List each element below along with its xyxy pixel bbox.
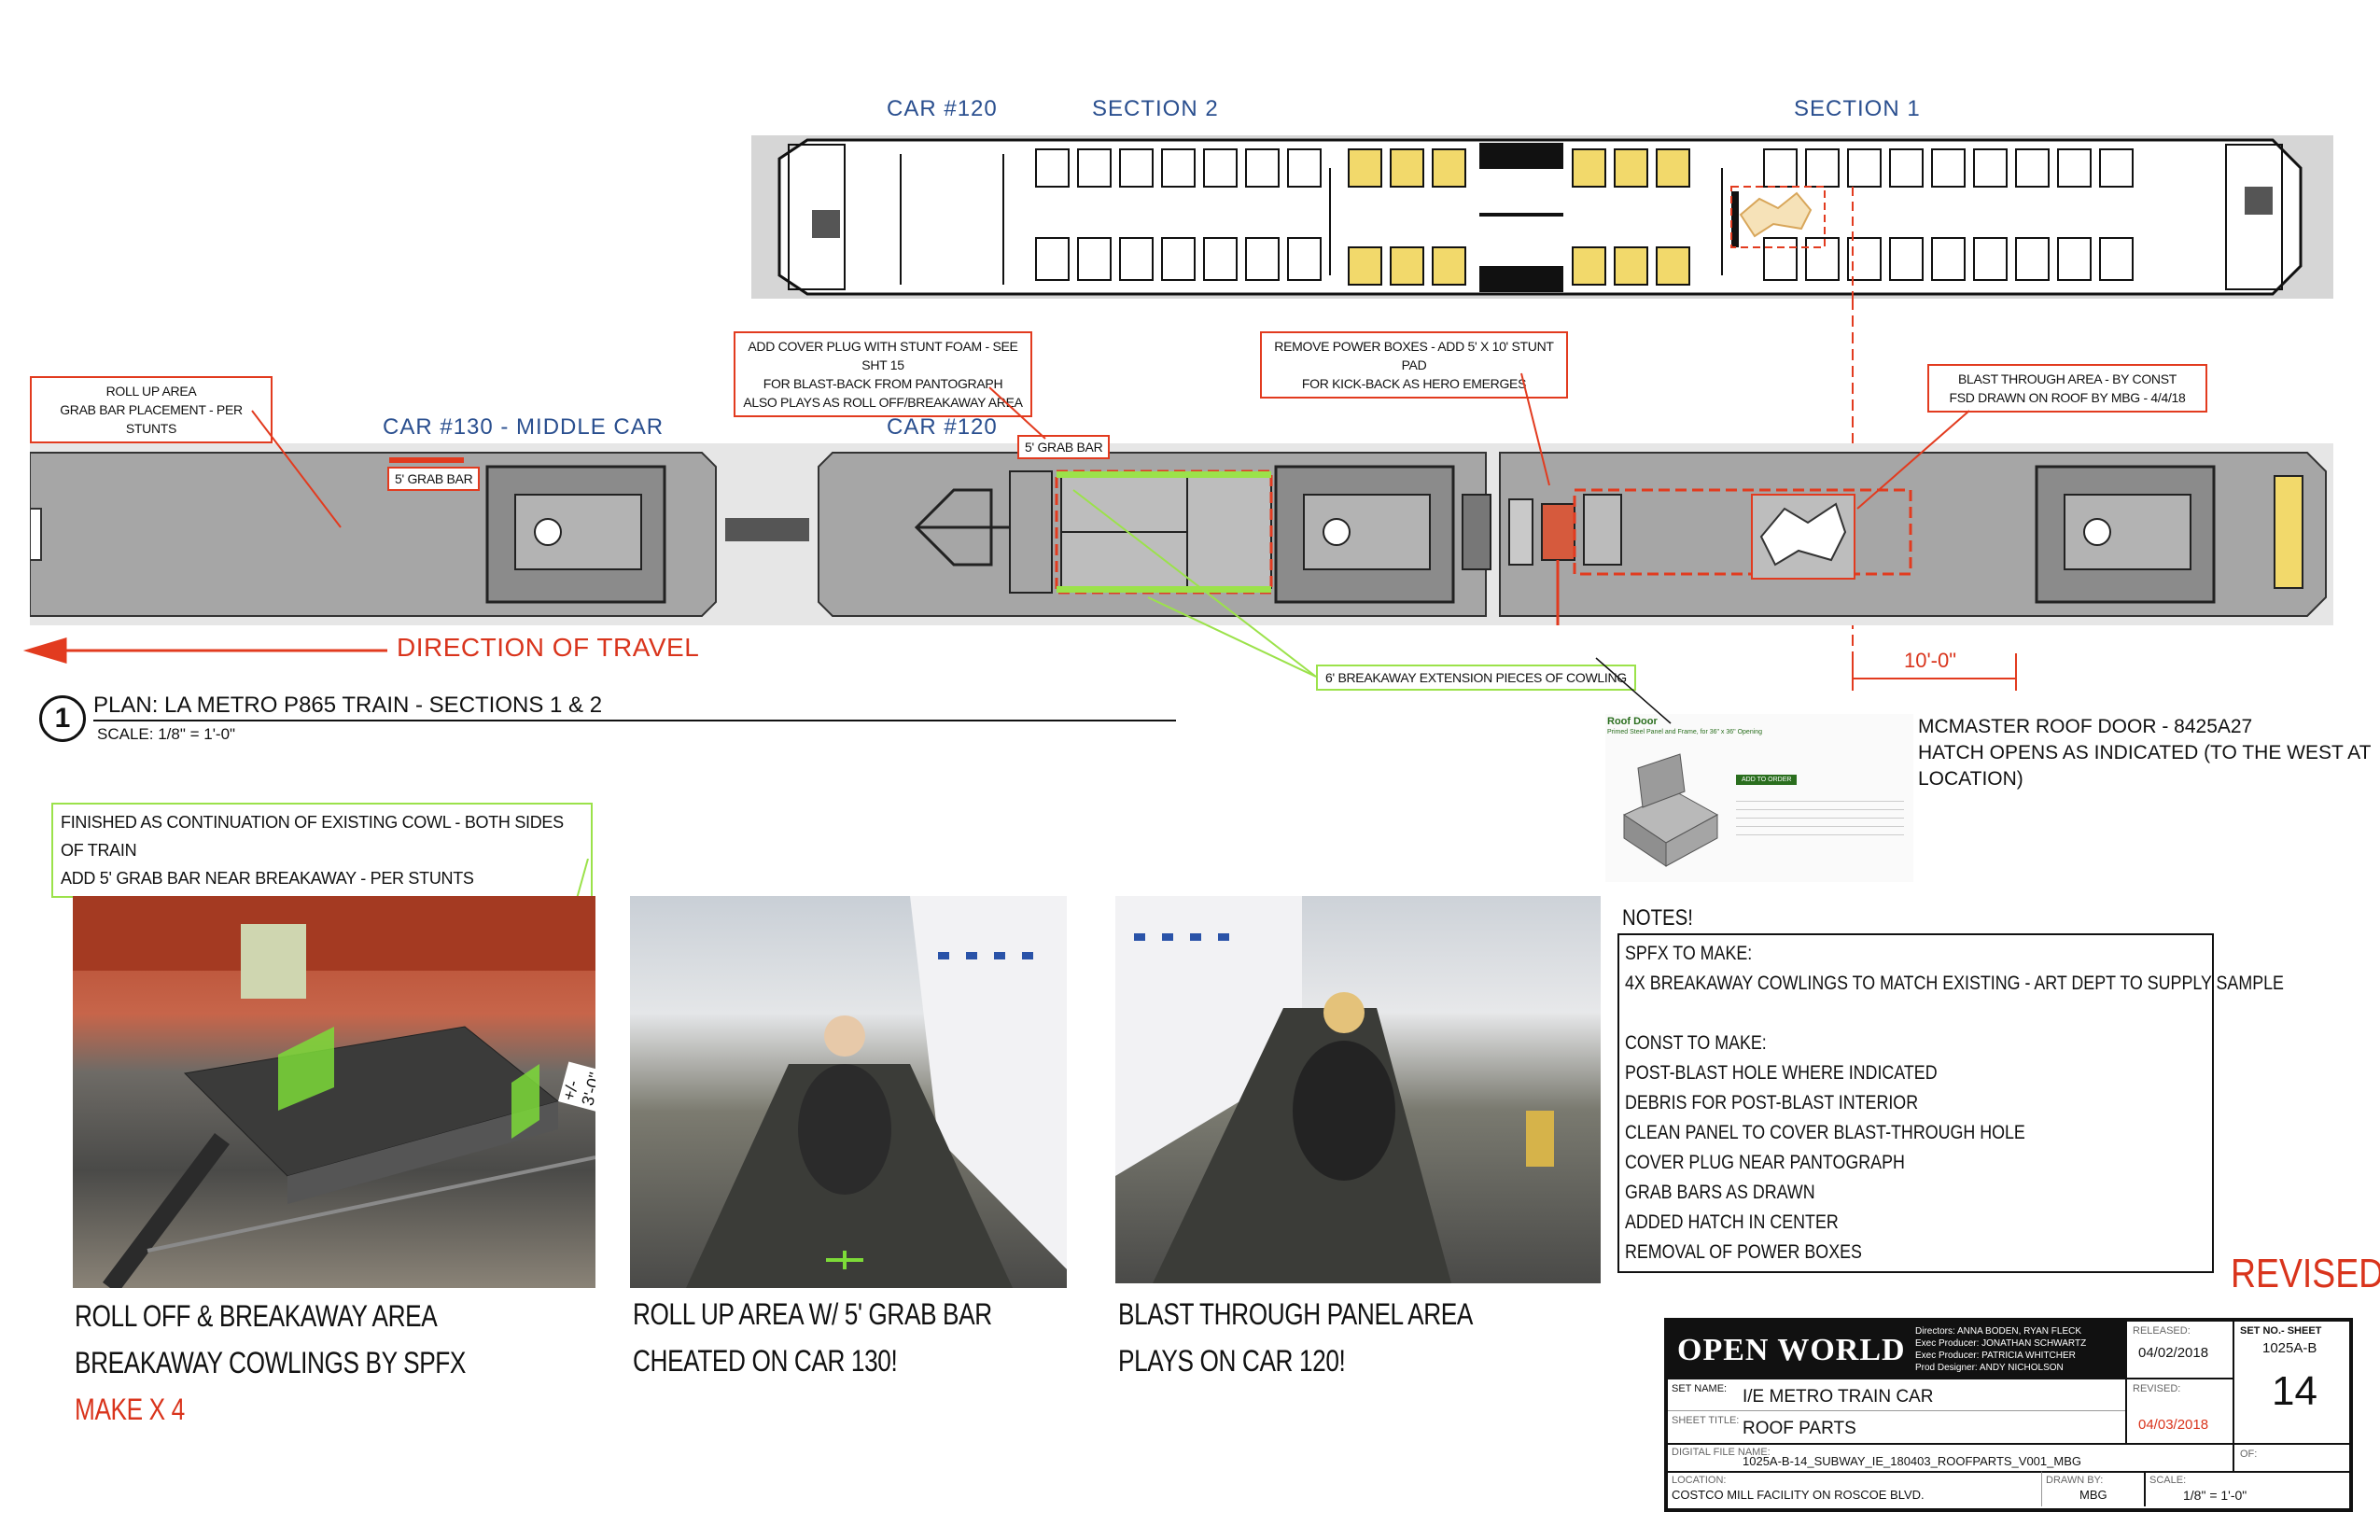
photo-blast-through-area — [1115, 896, 1601, 1283]
blast-through-line-2: FSD DRAWN ON ROOF BY MBG - 4/4/18 — [1949, 390, 2186, 405]
cover-plug-line-1: ADD COVER PLUG WITH STUNT FOAM - SEE SHT… — [748, 339, 1018, 372]
revised-stamp: REVISED — [2231, 1251, 2380, 1296]
const-heading: CONST TO MAKE: — [1625, 1032, 1767, 1054]
file-name: 1025A-B-14_SUBWAY_IE_180403_ROOFPARTS_V0… — [1743, 1454, 2081, 1468]
cover-plug-callout: ADD COVER PLUG WITH STUNT FOAM - SEE SHT… — [734, 331, 1032, 417]
scale-label: SCALE: — [2149, 1475, 2187, 1486]
photo-2-scene — [686, 896, 1067, 1288]
const-item-4: COVER PLUG NEAR PANTOGRAPH — [1625, 1152, 1905, 1173]
mcmaster-line-1: MCMASTER ROOF DOOR - 8425A27 — [1918, 716, 2253, 737]
mcmaster-product-card: Roof Door Primed Steel Panel and Frame, … — [1605, 714, 1913, 882]
released-label: RELEASED: — [2133, 1325, 2191, 1337]
photo-1-caption-line-2: BREAKAWAY COWLINGS BY SPFX — [75, 1346, 467, 1379]
grab-bar-label-a: 5' GRAB BAR — [387, 467, 481, 491]
section-1-label: SECTION 1 — [1794, 96, 1921, 121]
spfx-item-1: 4X BREAKAWAY COWLINGS TO MATCH EXISTING … — [1625, 973, 2284, 994]
roll-up-line-1: ROLL UP AREA — [105, 384, 197, 399]
photo-1-make: MAKE X 4 — [75, 1393, 185, 1426]
photo-3-caption-line-1: BLAST THROUGH PANEL AREA — [1118, 1297, 1473, 1331]
photo-roll-off-area: +/- 3'-0" — [73, 896, 595, 1288]
direction-of-travel: DIRECTION OF TRAVEL — [397, 633, 700, 662]
of-label: OF: — [2240, 1449, 2258, 1460]
sheet-no: 14 — [2272, 1368, 2317, 1414]
car-120-interior-plan — [751, 135, 2333, 299]
photo-1-caption: ROLL OFF & BREAKAWAY AREA BREAKAWAY COWL… — [75, 1293, 466, 1433]
const-item-1: POST-BLAST HOLE WHERE INDICATED — [1625, 1062, 1938, 1084]
const-item-2: DEBRIS FOR POST-BLAST INTERIOR — [1625, 1092, 1919, 1113]
set-no: 1025A-B — [2262, 1340, 2317, 1356]
product-title: Roof Door — [1607, 716, 1658, 727]
leader-lines — [22, 372, 2017, 691]
set-no-label: SET NO.- SHEET — [2240, 1325, 2322, 1337]
section-2-label: SECTION 2 — [1092, 96, 1219, 121]
scale-value: 1/8" = 1'-0" — [2183, 1488, 2247, 1503]
revised-label: REVISED: — [2133, 1383, 2181, 1394]
photo-3-caption: BLAST THROUGH PANEL AREA PLAYS ON CAR 12… — [1118, 1291, 1473, 1384]
roof-door-image — [1622, 753, 1719, 867]
released-date: 04/02/2018 — [2138, 1345, 2209, 1361]
add-to-order-button[interactable]: ADD TO ORDER — [1736, 775, 1798, 785]
credit-1: Directors: ANNA BODEN, RYAN FLECK — [1915, 1326, 2082, 1337]
file-label: DIGITAL FILE NAME: — [1672, 1447, 1771, 1458]
revised-date: 04/03/2018 — [2138, 1417, 2209, 1433]
car-130-label: CAR #130 - MIDDLE CAR — [383, 414, 665, 440]
const-item-3: CLEAN PANEL TO COVER BLAST-THROUGH HOLE — [1625, 1122, 2025, 1143]
sheet-title-label: SHEET TITLE: — [1672, 1415, 1740, 1426]
plan-title: PLAN: LA METRO P865 TRAIN - SECTIONS 1 &… — [93, 693, 603, 718]
blast-through-line-1: BLAST THROUGH AREA - BY CONST — [1957, 371, 2177, 386]
set-name-label: SET NAME: — [1672, 1383, 1728, 1394]
mcmaster-note: MCMASTER ROOF DOOR - 8425A27 HATCH OPENS… — [1918, 714, 2371, 792]
breakaway-extension-callout: 6' BREAKAWAY EXTENSION PIECES OF COWLING — [1316, 665, 1636, 691]
set-name: I/E METRO TRAIN CAR — [1743, 1387, 1934, 1407]
blast-through-callout: BLAST THROUGH AREA - BY CONST FSD DRAWN … — [1927, 364, 2207, 413]
notes-heading: NOTES! — [1622, 905, 1693, 931]
location: COSTCO MILL FACILITY ON ROSCOE BLVD. — [1672, 1488, 1925, 1502]
const-item-6: ADDED HATCH IN CENTER — [1625, 1211, 1839, 1233]
credit-3: Exec Producer: PATRICIA WHITCHER — [1915, 1351, 2076, 1361]
drawn-by: MBG — [2079, 1488, 2107, 1502]
mcmaster-line-3: LOCATION) — [1918, 768, 2023, 790]
credit-4: Prod Designer: ANDY NICHOLSON — [1915, 1363, 2064, 1373]
mcmaster-line-2: HATCH OPENS AS INDICATED (TO THE WEST AT — [1918, 742, 2372, 763]
credits: Directors: ANNA BODEN, RYAN FLECK Exec P… — [1915, 1325, 2086, 1374]
plan-number-circle: 1 — [39, 695, 86, 742]
photo-2-caption-line-1: ROLL UP AREA W/ 5' GRAB BAR — [633, 1297, 992, 1331]
power-boxes-line-1: REMOVE POWER BOXES - ADD 5' X 10' STUNT … — [1274, 339, 1554, 372]
finished-cowl-line-2: ADD 5' GRAB BAR NEAR BREAKAWAY - PER STU… — [61, 869, 474, 888]
roll-up-line-2: GRAB BAR PLACEMENT - PER STUNTS — [60, 402, 243, 436]
roll-up-callout: ROLL UP AREA GRAB BAR PLACEMENT - PER ST… — [30, 376, 273, 443]
notes-box: SPFX TO MAKE: 4X BREAKAWAY COWLINGS TO M… — [1617, 933, 2284, 1273]
dimension-10ft: 10'-0" — [1904, 649, 1957, 672]
photo-2-caption: ROLL UP AREA W/ 5' GRAB BAR CHEATED ON C… — [633, 1291, 992, 1384]
photo-3-caption-line-2: PLAYS ON CAR 120! — [1118, 1344, 1346, 1378]
photo-1-scene — [73, 896, 595, 1288]
location-label: LOCATION: — [1672, 1475, 1727, 1486]
const-item-7: REMOVAL OF POWER BOXES — [1625, 1241, 1862, 1263]
title-logo-band: OPEN WORLD Directors: ANNA BODEN, RYAN F… — [1668, 1322, 2125, 1378]
sheet-title: ROOF PARTS — [1743, 1419, 1856, 1438]
product-subtitle: Primed Steel Panel and Frame, for 36" x … — [1607, 729, 1763, 735]
credit-2: Exec Producer: JONATHAN SCHWARTZ — [1915, 1338, 2087, 1349]
photo-2-caption-line-2: CHEATED ON CAR 130! — [633, 1344, 898, 1378]
const-item-5: GRAB BARS AS DRAWN — [1625, 1182, 1815, 1203]
power-boxes-callout: REMOVE POWER BOXES - ADD 5' X 10' STUNT … — [1260, 331, 1568, 399]
finished-cowl-line-1: FINISHED AS CONTINUATION OF EXISTING COW… — [61, 813, 564, 860]
power-boxes-line-2: FOR KICK-BACK AS HERO EMERGES — [1301, 376, 1527, 391]
cover-plug-line-3: ALSO PLAYS AS ROLL OFF/BREAKAWAY AREA — [743, 395, 1023, 410]
studio-logo: OPEN WORLD — [1677, 1333, 1906, 1367]
top-car-label: CAR #120 — [887, 96, 998, 121]
drawn-by-label: DRAWN BY: — [2046, 1475, 2104, 1486]
spfx-heading: SPFX TO MAKE: — [1625, 943, 1753, 964]
car-120-roof-label: CAR #120 — [887, 414, 998, 440]
photo-3-scene — [1115, 896, 1554, 1283]
product-spec-lines — [1736, 793, 1904, 843]
grab-bar-label-b: 5' GRAB BAR — [1017, 435, 1111, 459]
cover-plug-line-2: FOR BLAST-BACK FROM PANTOGRAPH — [763, 376, 1003, 391]
photo-1-caption-line-1: ROLL OFF & BREAKAWAY AREA — [75, 1299, 438, 1333]
plan-scale: SCALE: 1/8" = 1'-0" — [97, 725, 236, 743]
mcmaster-leader — [1595, 657, 1672, 724]
photo-roll-up-area — [630, 896, 1067, 1288]
plan-title-rule — [93, 720, 1176, 721]
title-block: OPEN WORLD Directors: ANNA BODEN, RYAN F… — [1664, 1318, 2353, 1512]
